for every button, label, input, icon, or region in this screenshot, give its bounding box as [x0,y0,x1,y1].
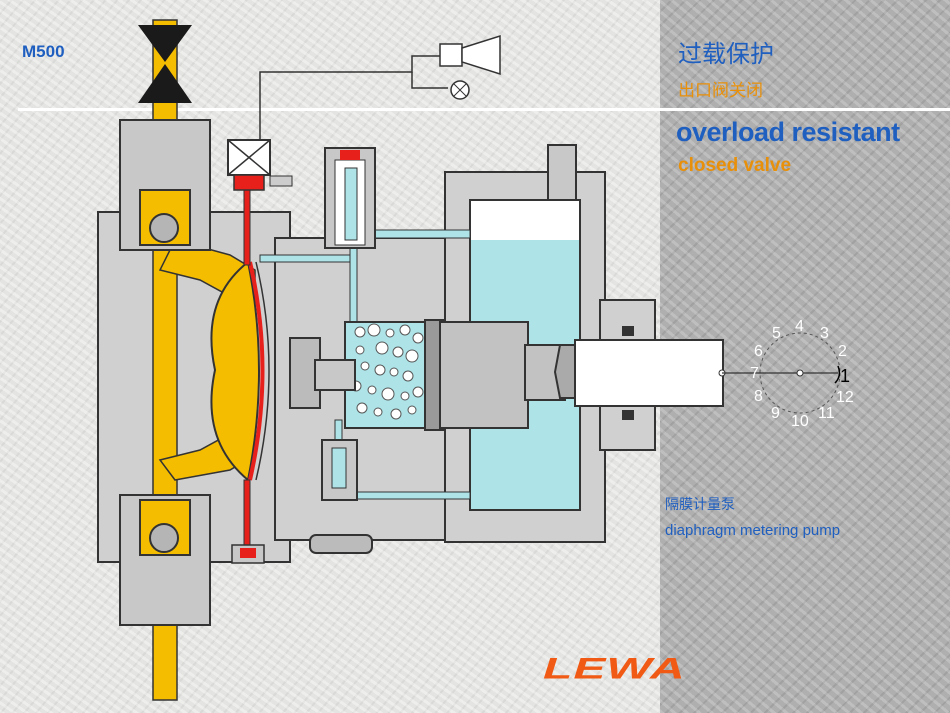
horn-body [439,43,463,67]
diaphragm-chamber [210,260,260,482]
dial-number: 12 [836,389,854,406]
horn-icon [461,34,501,76]
model-label: M500 [22,42,65,61]
dial-number: 10 [791,413,809,430]
title-english: overload resistant [676,117,900,147]
suction-valve-ball [149,523,179,553]
bottom-plug [309,534,373,554]
bleed-screw [547,144,577,201]
dial-number: 8 [754,388,763,405]
dial-number: 2 [838,343,847,360]
diaphragm-back [255,261,270,481]
monitoring-line-bottom [243,479,251,551]
title-chinese: 过载保护 [678,41,774,68]
closed-outlet-valve [138,25,192,62]
header-divider [18,108,950,111]
dial-number: 3 [820,325,829,342]
air-bubbles [350,323,424,420]
dial-selected-number: 1 [840,366,851,386]
caption-english: diaphragm metering pump [665,522,841,539]
discharge-valve-ball [149,213,179,243]
piston [439,321,529,429]
alarm-wiring [259,55,440,140]
subtitle-english: closed valve [678,155,792,176]
lewa-logo: LEWA [543,652,686,686]
monitoring-line-top [243,189,251,266]
subtitle-chinese: 出口阀关闭 [678,81,763,100]
dial-number: 4 [795,318,804,335]
diaphragm [248,261,265,481]
dial-number: 6 [754,343,763,360]
caption-chinese: 隔膜计量泵 [665,496,735,512]
dial-number: 5 [772,325,781,342]
snifting-valve-body [314,359,356,391]
crosshead [574,339,724,407]
contour-plate [289,337,321,409]
dial-number: 11 [818,405,835,422]
dial-number: 9 [771,405,780,422]
dial-number: 7 [750,365,759,382]
